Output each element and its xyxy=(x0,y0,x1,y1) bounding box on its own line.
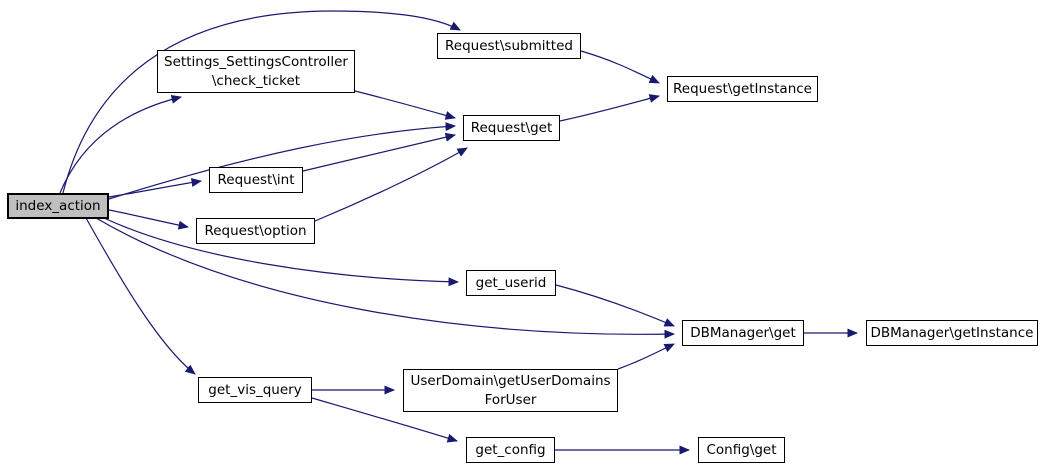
edge-index_action-to-request_int xyxy=(108,178,202,198)
edge-index_action-to-dbmanager_get xyxy=(95,217,675,339)
edge-index_action-to-request_option xyxy=(108,209,189,230)
node-request-get[interactable]: Request\get xyxy=(463,115,560,141)
edge-index_action-to-check_ticket xyxy=(59,94,182,194)
edge-index_action-to-request_get xyxy=(108,122,456,200)
edge-request_submitted-to-request_getinstance xyxy=(580,50,660,84)
node-request-int[interactable]: Request\int xyxy=(209,167,303,193)
edge-userdomain-to-dbmanager_get xyxy=(617,343,675,370)
edge-request_option-to-request_get xyxy=(314,147,468,222)
node-request-getinstance[interactable]: Request\getInstance xyxy=(667,76,818,102)
edge-get_vis_query-to-get_config xyxy=(311,397,458,443)
node-request-submitted[interactable]: Request\submitted xyxy=(437,33,581,59)
edge-check_ticket-to-request_get xyxy=(354,90,456,120)
edge-request_int-to-request_get xyxy=(302,132,456,172)
node-config-get[interactable]: Config\get xyxy=(698,437,785,463)
node-request-option[interactable]: Request\option xyxy=(196,218,315,244)
edge-index_action-to-get_vis_query xyxy=(85,217,196,375)
node-settings-settingscontroller-check-ticket[interactable]: Settings_SettingsController \check_ticke… xyxy=(157,50,355,93)
node-get-config[interactable]: get_config xyxy=(466,437,555,463)
edge-get_userid-to-dbmanager_get xyxy=(555,284,675,327)
edge-index_action-to-request_submitted xyxy=(62,10,461,194)
node-get-userid[interactable]: get_userid xyxy=(466,270,556,296)
node-dbmanager-getinstance[interactable]: DBManager\getInstance xyxy=(866,320,1038,346)
node-userdomain-getuserdomainsforuser[interactable]: UserDomain\getUserDomains ForUser xyxy=(403,369,618,412)
node-get-vis-query[interactable]: get_vis_query xyxy=(198,377,312,403)
node-dbmanager-get[interactable]: DBManager\get xyxy=(682,320,804,346)
edge-request_get-to-request_getinstance xyxy=(559,94,660,122)
edge-index_action-to-get_userid xyxy=(103,217,459,287)
node-index-action[interactable]: index_action xyxy=(7,193,109,219)
